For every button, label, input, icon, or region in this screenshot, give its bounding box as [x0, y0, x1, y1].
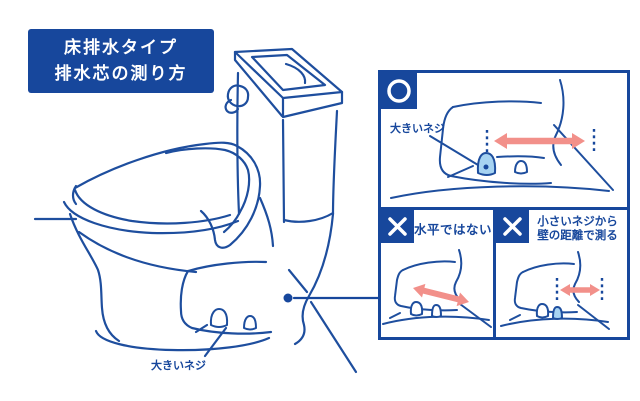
small-screw-cap-highlighted [552, 306, 563, 320]
wall-corner-line-upper [287, 268, 309, 294]
toilet-base-drawing [382, 249, 492, 328]
panel-divider-vertical [493, 210, 496, 337]
flush-handle [224, 84, 250, 114]
small-screw-caption: 小さいネジから 壁の距離で測る [529, 215, 626, 243]
small-screw-cap [243, 315, 257, 331]
toilet-seat [62, 141, 275, 249]
measure-arrow [494, 133, 585, 149]
circle-mark [381, 73, 417, 109]
toilet-tank [224, 47, 344, 224]
wrong-not-horizontal-panel: 水平ではない [381, 210, 493, 337]
wall-line [577, 304, 610, 330]
toilet-base-drawing [390, 79, 614, 199]
correct-method-drawing [390, 79, 614, 199]
title-line-2: 排水芯の測り方 [54, 64, 188, 83]
body-edge [552, 79, 565, 166]
body-edge [572, 251, 582, 303]
not-horizontal-caption: 水平ではない [414, 223, 493, 237]
wall-corner-line-lower [309, 300, 358, 374]
measurement-guide-panel: 大きいネジ 水平ではない [378, 70, 630, 340]
small-screw-caption-line-1: 小さいネジから [537, 216, 618, 228]
screw-center-dot [483, 164, 489, 170]
large-screw-cap-highlighted [476, 152, 497, 176]
callout-dot [283, 293, 293, 303]
screw-label-leader-line [429, 135, 479, 166]
wall-line [553, 124, 614, 191]
correct-method-panel: 大きいネジ [381, 73, 627, 207]
floor-line [390, 185, 610, 199]
large-screw-label: 大きいネジ [151, 360, 206, 372]
x-mark-icon [503, 217, 522, 236]
large-screw-cap [209, 308, 229, 328]
toilet-base-cover [179, 260, 273, 335]
measure-arrow [560, 284, 600, 296]
toilet-base-drawing [500, 251, 610, 330]
cross-mark [381, 210, 414, 243]
small-screw-cap [431, 304, 442, 318]
title-line-1: 床排水タイプ [64, 38, 178, 57]
body-edge [453, 249, 463, 301]
wrong-not-horizontal-drawing [382, 249, 492, 328]
small-screw-cap [514, 160, 528, 175]
floor-contact-curve [94, 329, 271, 352]
wall-line [459, 303, 492, 328]
large-screw-label: 大きいネジ [390, 123, 445, 135]
title-box: 床排水タイプ 排水芯の測り方 [28, 29, 214, 93]
circle-mark-icon [387, 79, 411, 103]
tilted-measure-arrow [413, 283, 469, 307]
cross-mark [496, 210, 529, 243]
large-screw-cap [535, 303, 550, 319]
wrong-small-screw-drawing [500, 251, 610, 330]
callout [283, 293, 380, 303]
floor-line [500, 317, 609, 327]
x-mark-icon [388, 217, 407, 236]
small-screw-caption-line-2: 壁の距離で測る [537, 230, 618, 242]
large-screw-cap [409, 301, 424, 317]
screw-label-leader-line [203, 326, 228, 358]
wrong-small-screw-panel: 小さいネジから 壁の距離で測る [496, 210, 627, 337]
panel-divider-horizontal [381, 207, 627, 210]
toilet-body [68, 212, 335, 352]
